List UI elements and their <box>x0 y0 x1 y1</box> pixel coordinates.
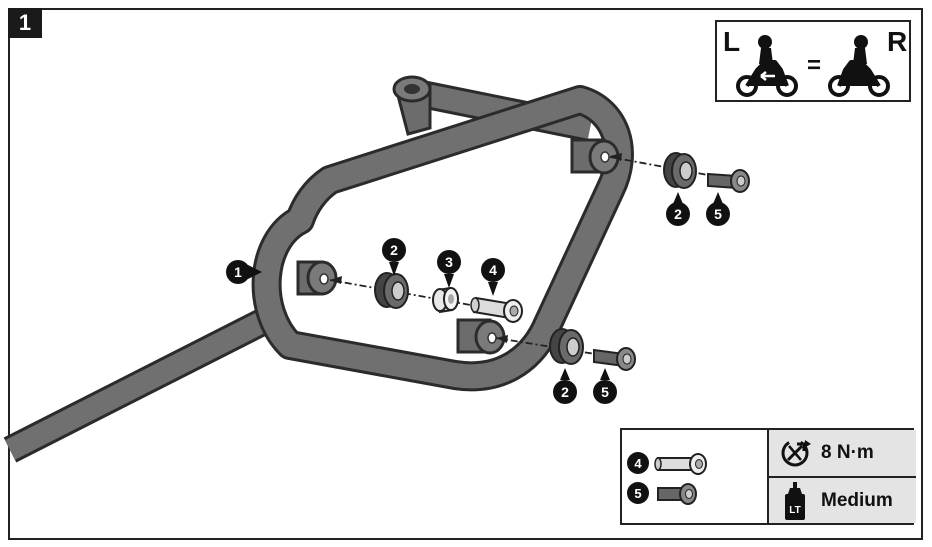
boss-lower <box>456 318 506 355</box>
assembly-arrows <box>330 153 622 343</box>
callout-1-label: 1 <box>234 264 242 280</box>
equals-sign: = <box>807 52 822 79</box>
callout-5-lower: 5 <box>593 368 617 404</box>
svg-text:2: 2 <box>390 242 398 258</box>
callout-1: 1 <box>226 260 262 284</box>
torque-wrench-icon <box>781 439 811 467</box>
side-indicator: L R = <box>715 20 911 102</box>
callout-4: 4 <box>481 258 505 296</box>
bushing-left <box>374 272 409 309</box>
left-label: L <box>723 26 741 57</box>
svg-text:4: 4 <box>489 262 497 278</box>
svg-text:2: 2 <box>561 384 569 400</box>
motorcycle-right-icon <box>828 35 890 97</box>
svg-text:4: 4 <box>634 456 642 471</box>
svg-text:3: 3 <box>445 254 453 270</box>
threadlock-value: Medium <box>821 490 893 511</box>
boss-upper-right <box>570 138 620 175</box>
svg-text:5: 5 <box>601 384 609 400</box>
callout-2-left: 2 <box>382 238 406 276</box>
bushing-lower <box>549 328 584 365</box>
callout-2-lower: 2 <box>553 368 577 404</box>
threadlock-icon-label: LT <box>789 505 800 516</box>
figure-frame <box>8 8 923 540</box>
spec-legend: 4 5 8 N·m <box>620 428 916 525</box>
top-mount-boss <box>392 75 432 136</box>
callout-5-upper: 5 <box>706 192 730 226</box>
threadlock-row: LT Medium <box>769 478 916 524</box>
callout-2-upper: 2 <box>666 192 690 226</box>
motorcycle-left-icon <box>736 35 798 97</box>
spec-values: 8 N·m LT Medium <box>767 430 916 523</box>
bolt-long <box>470 296 523 323</box>
spacer-sleeve <box>432 286 459 314</box>
torque-value: 8 N·m <box>821 442 874 463</box>
step-number: 1 <box>8 8 42 38</box>
right-label: R <box>887 26 908 57</box>
legend-part-5: 5 <box>627 482 697 505</box>
boss-left <box>296 260 338 296</box>
svg-text:5: 5 <box>714 206 722 222</box>
svg-text:5: 5 <box>634 486 641 501</box>
svg-text:2: 2 <box>674 206 682 222</box>
bushing-upper <box>663 152 697 189</box>
callout-3: 3 <box>437 250 461 288</box>
threadlock-bottle-icon: LT <box>785 482 805 520</box>
bolt-short-lower <box>593 347 636 371</box>
torque-row: 8 N·m <box>769 430 916 478</box>
legend-part-4: 4 <box>627 452 707 475</box>
bolt-short-upper <box>707 169 750 193</box>
